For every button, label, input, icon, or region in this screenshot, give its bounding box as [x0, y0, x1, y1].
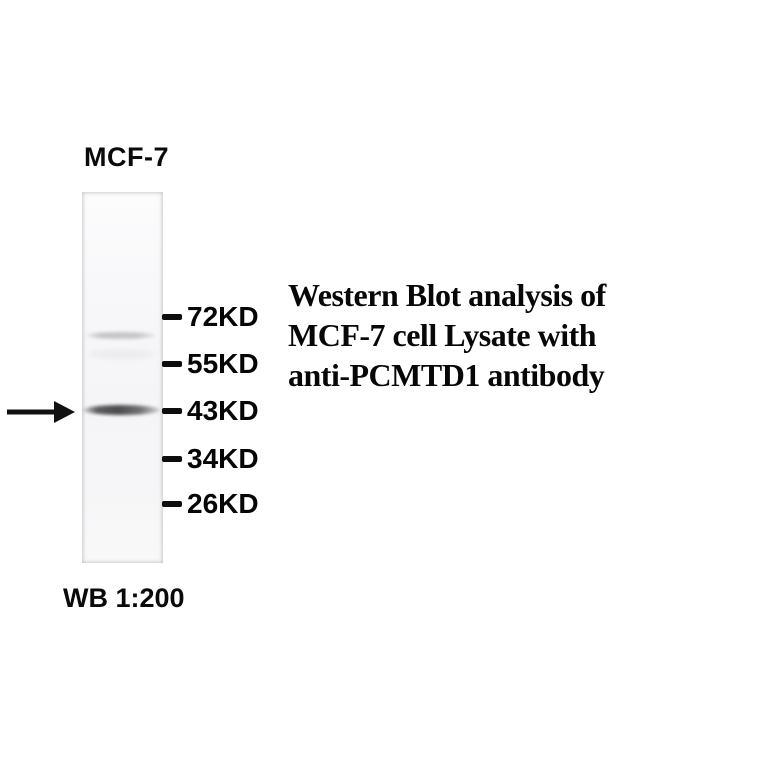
marker-tick-icon [162, 361, 182, 367]
marker-label: 26KD [187, 488, 259, 519]
mw-marker-43kd: 43KD [162, 395, 259, 427]
dilution-label: WB 1:200 [63, 583, 185, 613]
marker-label: 72KD [187, 301, 259, 332]
band-faint [86, 332, 156, 339]
marker-tick-icon [162, 314, 182, 320]
lane-label: MCF-7 [84, 142, 169, 172]
band-strong-43kd [83, 405, 160, 415]
mw-marker-34kd: 34KD [162, 443, 259, 475]
band-pointer-arrow-icon [7, 401, 75, 423]
marker-label: 34KD [187, 443, 259, 474]
marker-tick-icon [162, 408, 182, 414]
mw-marker-55kd: 55KD [162, 348, 259, 380]
caption-line-1: Western Blot analysis of [288, 277, 606, 313]
marker-label: 43KD [187, 395, 259, 426]
blot-lane [82, 192, 163, 563]
marker-label: 55KD [187, 348, 259, 379]
mw-marker-26kd: 26KD [162, 488, 259, 520]
figure-caption: Western Blot analysis of MCF-7 cell Lysa… [288, 275, 708, 395]
marker-tick-icon [162, 501, 182, 507]
marker-tick-icon [162, 456, 182, 462]
mw-marker-72kd: 72KD [162, 301, 259, 333]
caption-line-3: anti-PCMTD1 antibody [288, 357, 605, 393]
band-smudge [88, 350, 155, 358]
caption-line-2: MCF-7 cell Lysate with [288, 317, 597, 353]
